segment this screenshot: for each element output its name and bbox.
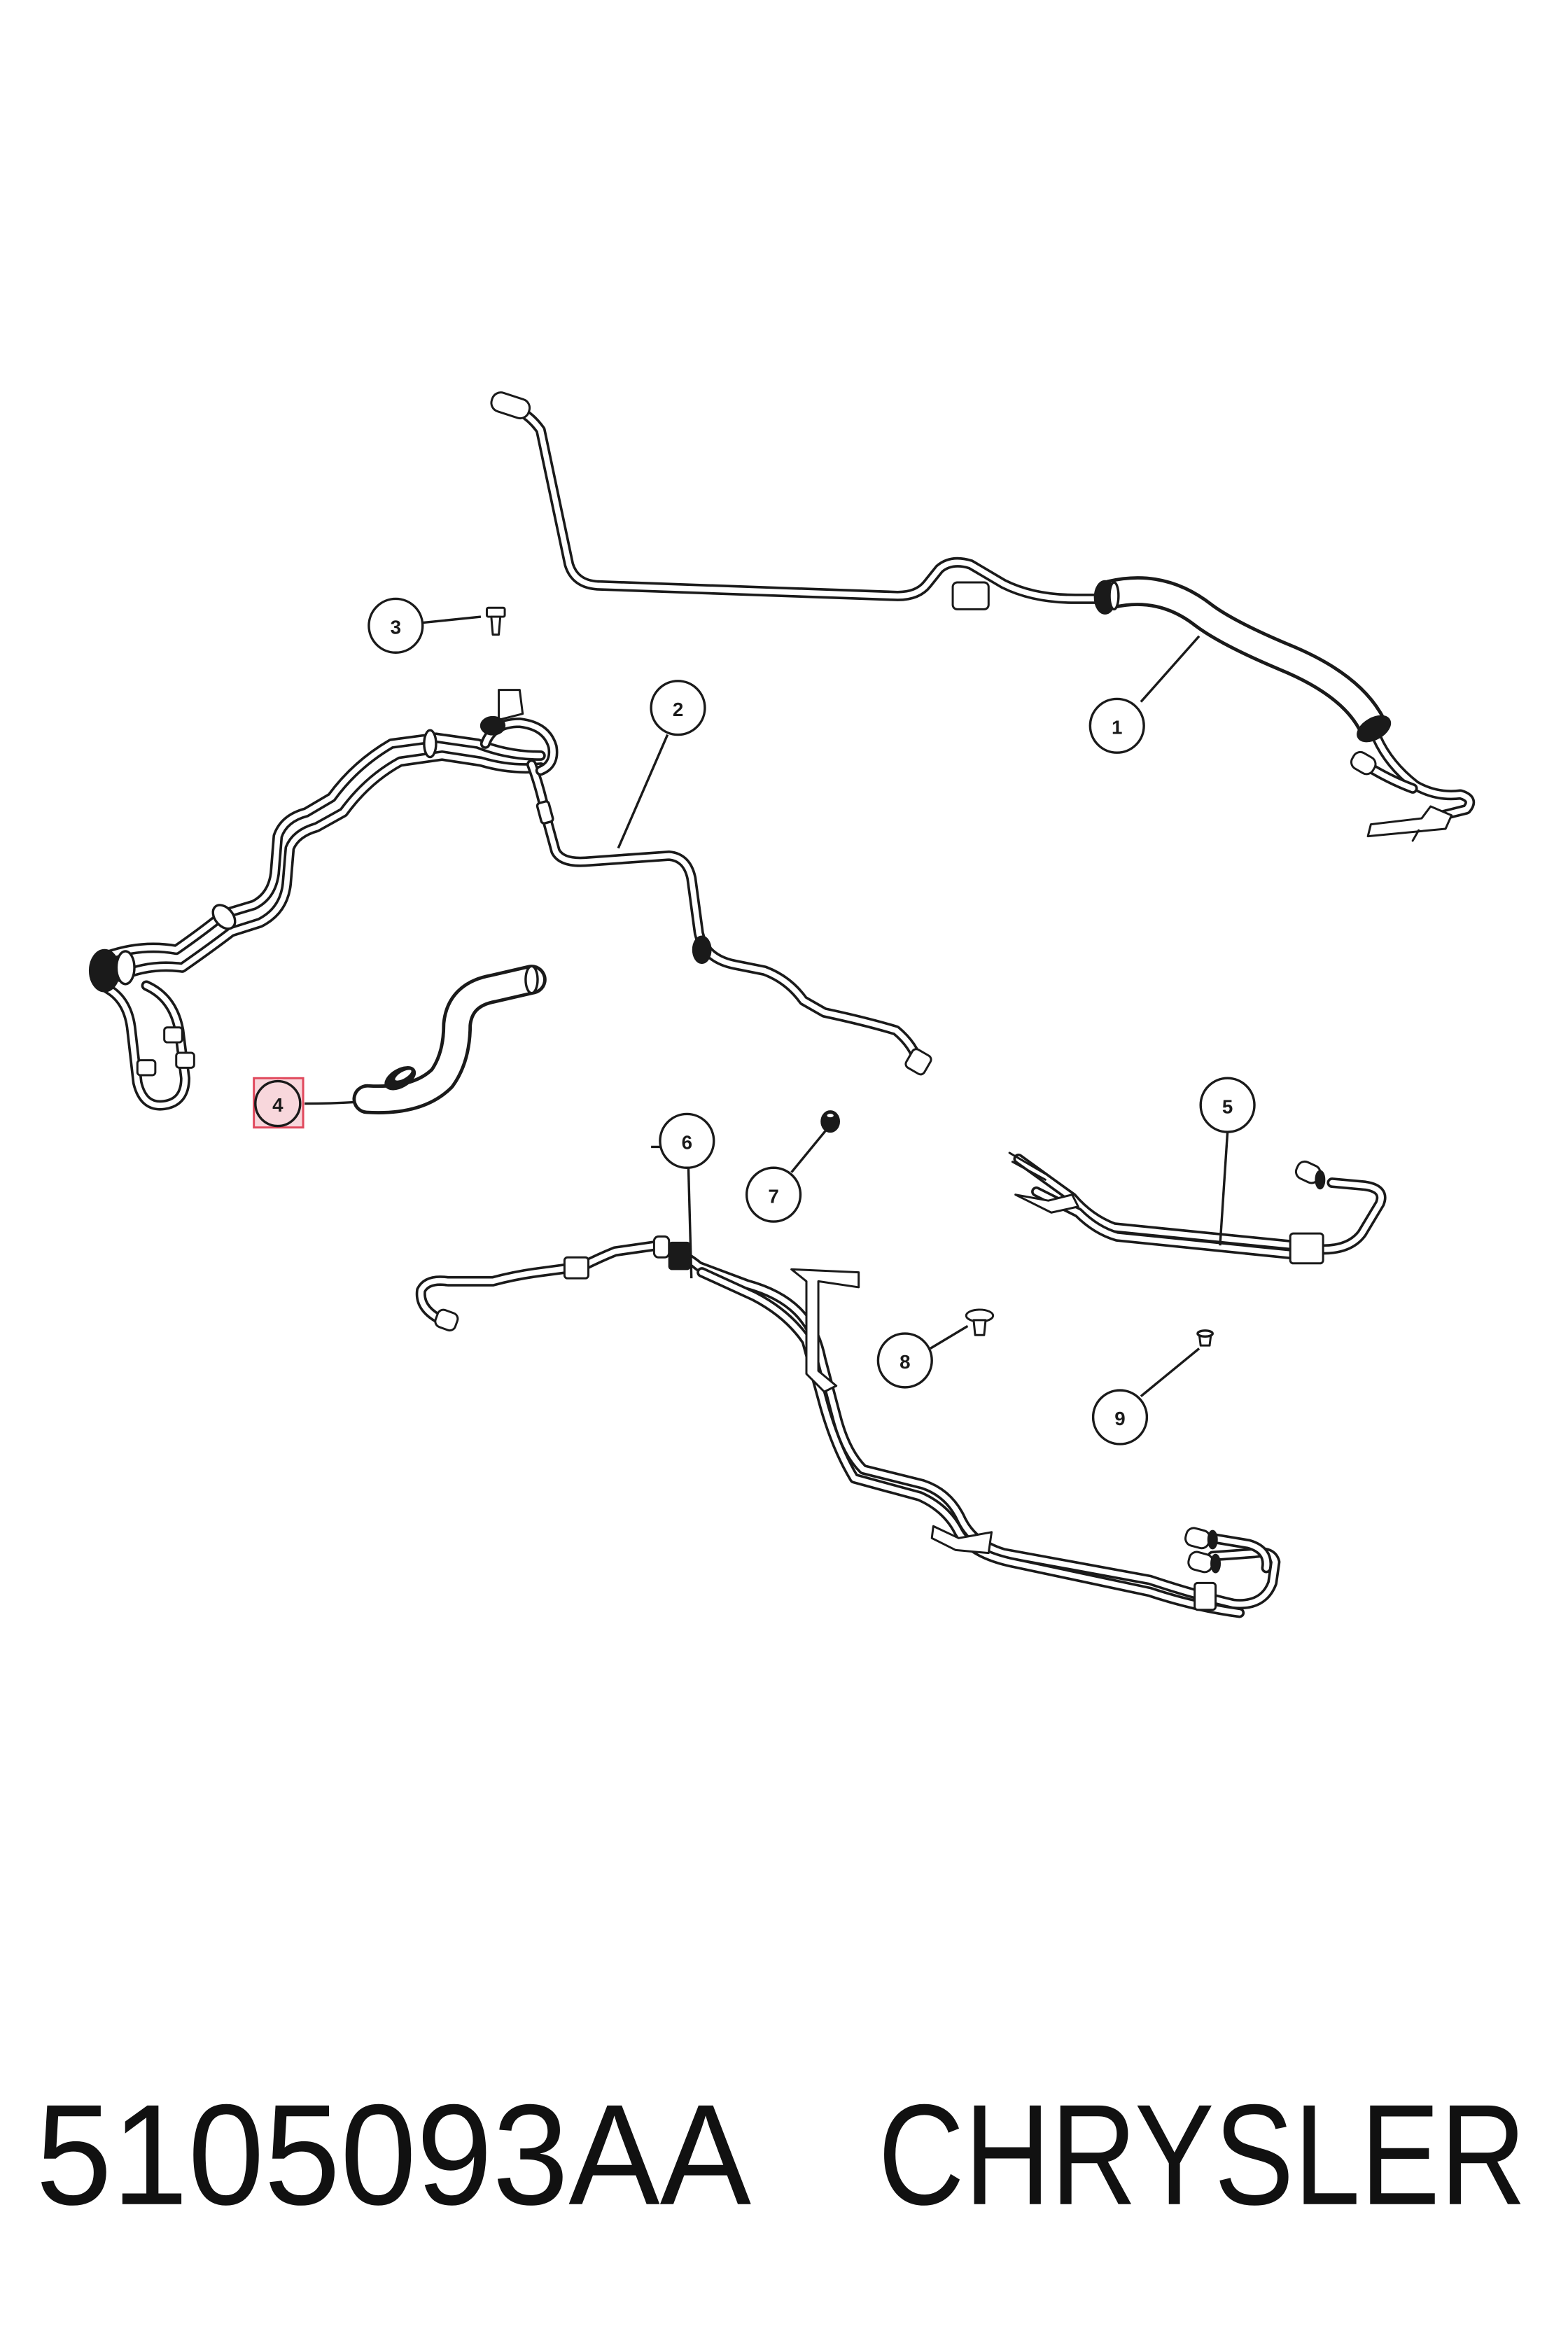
part-9-clip: [1196, 1329, 1214, 1347]
callout-9[interactable]: 9: [1091, 1389, 1149, 1446]
callout-4[interactable]: 4: [253, 1077, 304, 1129]
part-number-text: 5105093AA: [36, 2076, 751, 2235]
leader-6: [687, 1168, 693, 1279]
callout-3-label: 3: [391, 617, 401, 638]
leader-9: [1140, 1348, 1200, 1397]
callout-1[interactable]: 1: [1088, 697, 1145, 754]
callout-4-label: 4: [272, 1094, 284, 1116]
leader-lines: [304, 615, 1229, 1397]
callout-2-label: 2: [673, 699, 683, 720]
callout-6-label: 6: [682, 1132, 692, 1154]
callout-5-label: 5: [1222, 1096, 1233, 1117]
leader-8: [930, 1324, 969, 1350]
callout-3[interactable]: 3: [368, 597, 424, 654]
part-6-line-assembly: [421, 1235, 1275, 1613]
leader-1: [1140, 635, 1200, 703]
callout-2[interactable]: 2: [650, 680, 706, 736]
part-7-grommet: [820, 1110, 840, 1133]
callout-9-label: 9: [1114, 1408, 1125, 1429]
leader-7: [790, 1129, 827, 1173]
leader-4: [304, 1100, 356, 1105]
part-1-hose-assembly: [490, 391, 1470, 842]
callout-8-label: 8: [899, 1351, 910, 1373]
leader-5: [1219, 1131, 1229, 1246]
callout-7[interactable]: 7: [745, 1166, 802, 1223]
callout-5[interactable]: 5: [1199, 1077, 1256, 1133]
callout-8[interactable]: 8: [876, 1332, 933, 1389]
leader-2: [617, 734, 669, 849]
brand-text: CHRYSLER: [878, 2076, 1526, 2235]
leader-3: [422, 615, 482, 624]
part-3-bolt: [485, 606, 506, 636]
callout-1-label: 1: [1112, 716, 1122, 738]
part-8-push-pin: [965, 1308, 995, 1336]
part-4-hose: [368, 966, 538, 1099]
part-2-line-assembly: [88, 689, 932, 1106]
callout-7-label: 7: [768, 1185, 778, 1207]
callout-6[interactable]: 6: [659, 1112, 715, 1169]
part-5-line-assembly: [1008, 1152, 1381, 1265]
